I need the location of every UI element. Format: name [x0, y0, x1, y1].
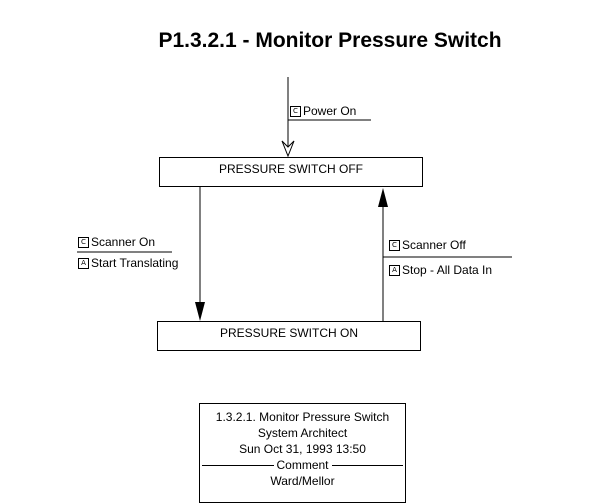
state-off-label: PRESSURE SWITCH OFF [218, 162, 363, 176]
off-to-on-action: A Start Translating [78, 256, 178, 270]
initial-condition: C Power On [290, 104, 356, 118]
condition-badge-icon: C [290, 105, 301, 117]
comment-rule-left [202, 464, 274, 466]
on-to-off-condition: C Scanner Off [389, 238, 466, 252]
action-badge-icon: A [389, 264, 400, 276]
info-tool-name: System Architect [257, 426, 348, 440]
condition-badge-icon: C [78, 236, 89, 248]
diagram-title: P1.3.2.1 - Monitor Pressure Switch [158, 29, 502, 52]
state-on-label: PRESSURE SWITCH ON [219, 326, 358, 340]
initial-condition-text: Power On [303, 104, 357, 118]
off-to-on-action-text: Start Translating [91, 256, 179, 270]
info-diagram-name: 1.3.2.1. Monitor Pressure Switch [215, 410, 390, 424]
off-to-on-arrowhead [195, 302, 205, 321]
state-pressure-switch-off[interactable]: PRESSURE SWITCH OFF [159, 157, 423, 187]
action-badge-icon: A [78, 257, 89, 269]
comment-rule-right [331, 464, 404, 466]
on-to-off-condition-text: Scanner Off [402, 238, 466, 252]
info-timestamp: Sun Oct 31, 1993 13:50 [239, 442, 366, 456]
on-to-off-action-text: Stop - All Data In [402, 263, 493, 277]
diagram-info-box: 1.3.2.1. Monitor Pressure Switch System … [199, 403, 406, 503]
off-to-on-condition: C Scanner On [78, 235, 155, 249]
info-comment-label: Comment [276, 458, 329, 472]
off-to-on-condition-text: Scanner On [91, 235, 156, 249]
info-comment-text: Ward/Mellor [270, 474, 335, 488]
state-pressure-switch-on[interactable]: PRESSURE SWITCH ON [157, 321, 421, 351]
condition-badge-icon: C [389, 239, 400, 251]
initial-transition-arrowhead [281, 140, 295, 158]
info-comment-divider: Comment [200, 457, 405, 473]
on-to-off-arrowhead [378, 188, 388, 207]
on-to-off-action: A Stop - All Data In [389, 263, 492, 277]
